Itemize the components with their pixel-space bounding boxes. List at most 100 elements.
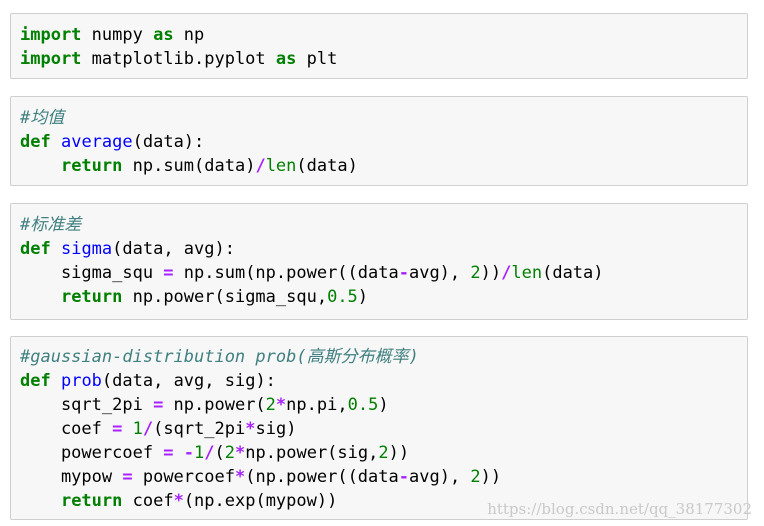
code-token: = (112, 419, 123, 439)
code-token: return (60, 287, 123, 307)
code-token: np.power(sig, (245, 443, 379, 463)
code-token: ) (357, 287, 369, 307)
code-token: 2 (378, 443, 389, 463)
code-token (20, 156, 61, 176)
code-token (51, 239, 61, 259)
code-token (122, 419, 132, 439)
code-token: #标准差 (20, 215, 82, 235)
code-token: (sqrt_2pi (153, 419, 246, 439)
code-token: = (122, 467, 133, 487)
code-token: 2 (265, 395, 276, 415)
code-token: len (265, 156, 297, 176)
code-token (20, 491, 61, 511)
code-token: * (275, 395, 287, 415)
code-token: ) (378, 395, 389, 415)
code-line: import matplotlib.pyplot as plt (20, 47, 337, 71)
code-token: sigma (60, 239, 113, 259)
code-token: def (20, 132, 51, 152)
code-token: coef (122, 491, 174, 511)
code-token: return (60, 491, 123, 511)
code-cell-prob[interactable]: #gaussian-distribution prob(高斯分布概率)def p… (10, 336, 748, 520)
code-token: / (204, 443, 215, 463)
code-token: - (183, 443, 195, 463)
code-line: #标准差 (20, 213, 604, 237)
code-token: sigma_squ (20, 263, 164, 283)
code-token: (data) (542, 263, 604, 283)
code-token (51, 371, 61, 391)
code-token: np.power(sigma_squ, (122, 287, 328, 307)
code-token: * (245, 419, 256, 439)
code-line: #gaussian-distribution prob(高斯分布概率) (20, 345, 501, 369)
code-token: (np.power((data (245, 467, 399, 487)
code-token: / (501, 263, 512, 283)
code-token: - (398, 263, 409, 283)
code-line: def average(data): (20, 130, 358, 154)
code-token: np.sum(data) (122, 156, 256, 176)
code-token: = (163, 263, 174, 283)
code-token: def (20, 371, 51, 391)
code-token: len (511, 263, 543, 283)
code-token: = (153, 395, 164, 415)
code-token: avg), (409, 467, 471, 487)
code-token: powercoef (20, 443, 164, 463)
code-token: 2 (470, 467, 481, 487)
code-line: powercoef = -1/(2*np.power(sig,2)) (20, 441, 501, 465)
code-token: plt (296, 49, 338, 69)
code-token: matplotlib.pyplot (81, 49, 276, 69)
code-token: import (20, 25, 82, 45)
code-token: np (173, 25, 205, 45)
code-token: np.power( (163, 395, 266, 415)
code-token: coef (20, 419, 113, 439)
code-token (174, 443, 184, 463)
code-token: )) (480, 467, 502, 487)
code-line: return coef*(np.exp(mypow)) (20, 489, 501, 513)
code-line: import numpy as np (20, 23, 337, 47)
code-token: avg), (408, 263, 471, 283)
code-token: (np.exp(mypow)) (183, 491, 338, 511)
code-line: return np.power(sigma_squ,0.5) (20, 285, 604, 309)
code-line: coef = 1/(sqrt_2pi*sig) (20, 417, 501, 441)
code-token: (data, avg): (112, 239, 235, 259)
code-token (20, 287, 61, 307)
code-token: as (153, 25, 174, 45)
code-token: return (60, 156, 123, 176)
code-line: mypow = powercoef*(np.power((data-avg), … (20, 465, 501, 489)
code-token: )) (388, 443, 410, 463)
code-line: def prob(data, avg, sig): (20, 369, 501, 393)
code-token: )) (480, 263, 502, 283)
code-token: * (235, 443, 246, 463)
code-token: 2 (224, 443, 236, 463)
code-line: sigma_squ = np.sum(np.power((data-avg), … (20, 261, 604, 285)
code-cell-sigma[interactable]: #标准差 def sigma(data, avg): sigma_squ = np… (10, 203, 748, 320)
code-token: powercoef (132, 467, 235, 487)
cell-code[interactable]: #gaussian-distribution prob(高斯分布概率)def p… (20, 345, 501, 513)
code-token: - (398, 467, 409, 487)
code-token: ( (214, 443, 225, 463)
code-token: (data, avg, sig): (101, 371, 276, 391)
code-token: as (275, 49, 297, 69)
code-token: #gaussian-distribution prob(高斯分布概率) (20, 347, 419, 367)
code-token (51, 132, 61, 152)
code-token: 2 (470, 263, 481, 283)
code-token: import (20, 49, 82, 69)
code-token: np.pi, (286, 395, 348, 415)
code-token: mypow (20, 467, 123, 487)
code-token: prob (60, 371, 102, 391)
code-token: 1 (194, 443, 205, 463)
code-token: * (234, 467, 246, 487)
code-token: 0.5 (327, 287, 358, 307)
code-token: np.sum(np.power((data (173, 263, 399, 283)
code-token: / (255, 156, 266, 176)
code-line: return np.sum(data)/len(data) (20, 154, 358, 178)
code-token: sqrt_2pi (20, 395, 154, 415)
code-token: * (173, 491, 184, 511)
code-token: 1 (132, 419, 143, 439)
cell-code[interactable]: #标准差 def sigma(data, avg): sigma_squ = np… (20, 213, 604, 309)
code-line: sqrt_2pi = np.power(2*np.pi,0.5) (20, 393, 501, 417)
code-token: def (20, 239, 51, 259)
